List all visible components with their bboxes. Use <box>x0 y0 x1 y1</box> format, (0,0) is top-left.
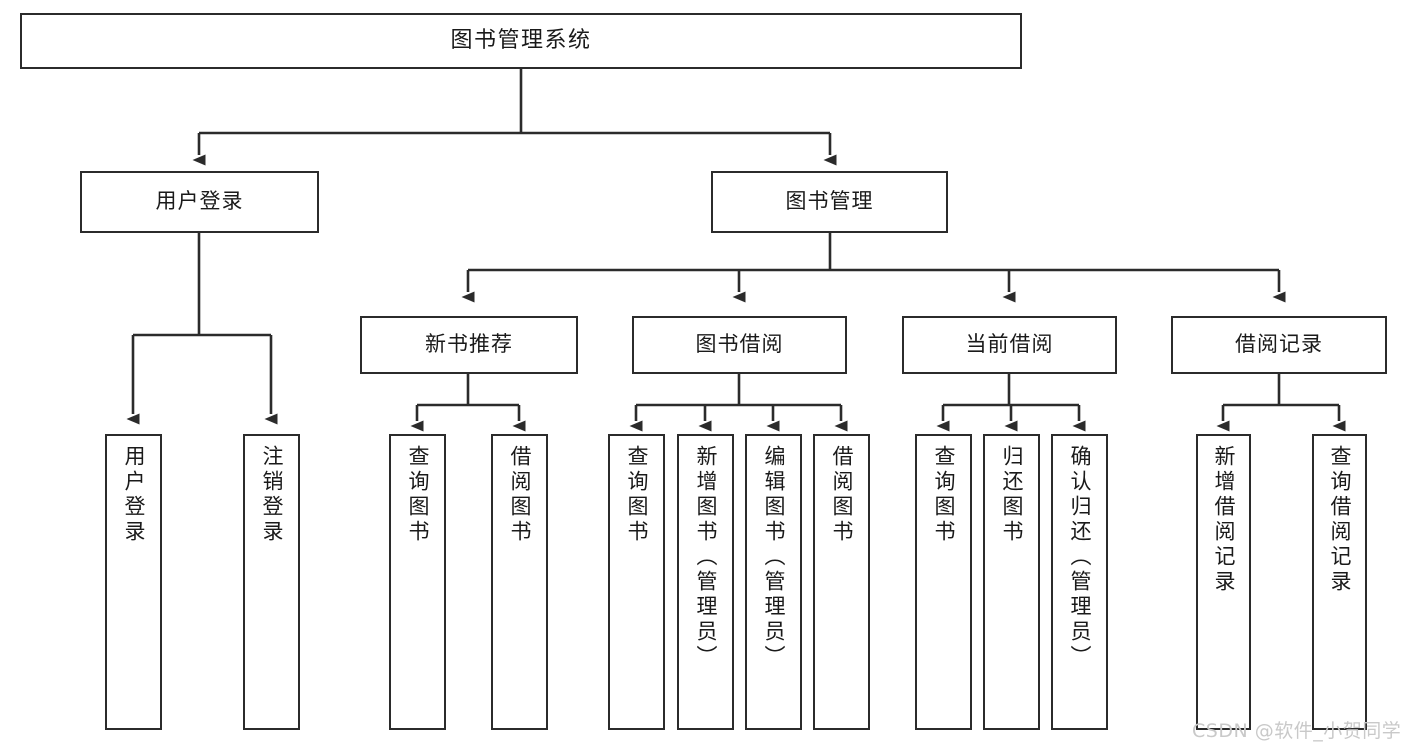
node-leaf-borrow-record-2[interactable]: 查询借阅记录 <box>1312 434 1367 730</box>
node-new-book-recommend[interactable]: 新书推荐 <box>360 316 578 374</box>
node-user-login[interactable]: 用户登录 <box>80 171 319 233</box>
node-leaf-book-borrow-2[interactable]: 新增图书（管理员） <box>677 434 734 730</box>
node-root[interactable]: 图书管理系统 <box>20 13 1022 69</box>
node-leaf-label: 确认归还（管理员） <box>1068 445 1092 670</box>
node-current-borrow-label: 当前借阅 <box>965 332 1054 357</box>
node-leaf-current-borrow-1[interactable]: 查询图书 <box>915 434 972 730</box>
node-leaf-label: 归还图书 <box>1000 445 1024 545</box>
node-borrow-record[interactable]: 借阅记录 <box>1171 316 1387 374</box>
node-borrow-record-label: 借阅记录 <box>1235 332 1323 357</box>
node-book-manage-label: 图书管理 <box>785 189 874 214</box>
node-leaf-label: 新增图书（管理员） <box>694 445 718 670</box>
watermark: CSDN @软件_小贺同学 <box>1192 720 1402 742</box>
node-new-book-recommend-label: 新书推荐 <box>425 332 513 357</box>
node-book-borrow-label: 图书借阅 <box>695 332 784 357</box>
node-leaf-label: 查询图书 <box>932 445 956 545</box>
node-leaf-user-login-2[interactable]: 注销登录 <box>243 434 300 730</box>
node-leaf-borrow-record-1[interactable]: 新增借阅记录 <box>1196 434 1251 730</box>
node-user-login-label: 用户登录 <box>155 189 244 214</box>
node-leaf-current-borrow-2[interactable]: 归还图书 <box>983 434 1040 730</box>
node-leaf-book-borrow-1[interactable]: 查询图书 <box>608 434 665 730</box>
node-root-label: 图书管理系统 <box>450 27 592 53</box>
node-leaf-label: 用户登录 <box>122 445 146 545</box>
node-leaf-label: 编辑图书（管理员） <box>762 445 786 670</box>
node-leaf-label: 注销登录 <box>260 445 284 545</box>
node-book-borrow[interactable]: 图书借阅 <box>632 316 847 374</box>
node-leaf-label: 借阅图书 <box>508 445 532 545</box>
node-leaf-new-book-1[interactable]: 查询图书 <box>389 434 446 730</box>
node-leaf-label: 查询图书 <box>625 445 649 545</box>
node-book-manage[interactable]: 图书管理 <box>711 171 948 233</box>
node-leaf-label: 借阅图书 <box>830 445 854 545</box>
node-leaf-label: 查询图书 <box>406 445 430 545</box>
node-leaf-new-book-2[interactable]: 借阅图书 <box>491 434 548 730</box>
node-leaf-label: 查询借阅记录 <box>1328 445 1352 595</box>
node-leaf-label: 新增借阅记录 <box>1212 445 1236 595</box>
node-leaf-user-login-1[interactable]: 用户登录 <box>105 434 162 730</box>
node-current-borrow[interactable]: 当前借阅 <box>902 316 1117 374</box>
node-leaf-book-borrow-3[interactable]: 编辑图书（管理员） <box>745 434 802 730</box>
node-leaf-book-borrow-4[interactable]: 借阅图书 <box>813 434 870 730</box>
node-leaf-current-borrow-3[interactable]: 确认归还（管理员） <box>1051 434 1108 730</box>
